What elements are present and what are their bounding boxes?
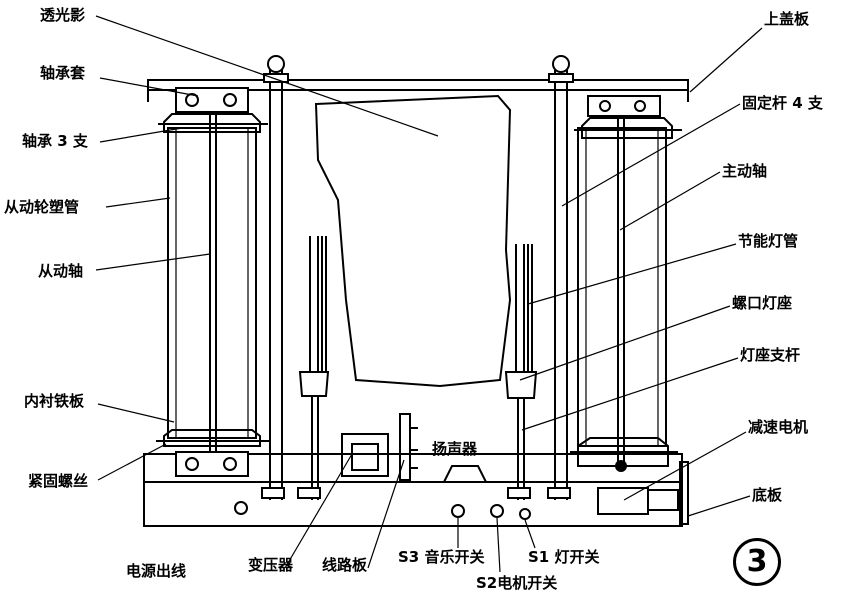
label-s3-music: S3 音乐开关 <box>398 548 485 566</box>
label-bearing-sleeve: 轴承套 <box>40 64 86 82</box>
label-gear-motor: 减速电机 <box>748 418 809 436</box>
speaker <box>442 465 488 483</box>
label-drive-shaft: 主动轴 <box>722 162 768 180</box>
label-driven-wheel-tube: 从动轮塑管 <box>4 198 80 216</box>
base-plate <box>143 453 683 527</box>
label-fastening-screw: 紧固螺丝 <box>28 472 89 490</box>
label-top-plate: 上盖板 <box>764 10 810 28</box>
label-fixed-rod: 固定杆 4 支 <box>742 94 823 112</box>
label-inner-iron-plate: 内衬铁板 <box>24 392 85 410</box>
driven-wheel-tube <box>167 96 257 470</box>
transformer <box>341 433 389 477</box>
label-s2-motor: S2电机开关 <box>476 574 558 592</box>
energy-lamp <box>504 244 538 500</box>
light-shadow-film <box>314 94 512 388</box>
label-circuit-board: 线路板 <box>322 556 368 574</box>
base-nuts <box>261 487 571 499</box>
fixed-rods <box>263 55 574 500</box>
leader-lines <box>95 15 763 573</box>
top-plate <box>147 79 689 91</box>
gear-motor-body <box>570 437 679 515</box>
label-power-cord: 电源出线 <box>126 562 187 580</box>
label-light-shadow: 透光影 <box>40 6 86 24</box>
label-bearing: 轴承 3 支 <box>22 132 88 150</box>
label-transformer: 变压器 <box>248 556 294 574</box>
label-energy-lamp: 节能灯管 <box>738 232 799 250</box>
left-lamp <box>298 236 330 500</box>
label-base-plate: 底板 <box>752 486 783 504</box>
circuit-board <box>399 413 418 481</box>
label-s1-light: S1 灯开关 <box>528 548 600 566</box>
panel-holes <box>234 501 531 520</box>
left-bearing-bottom <box>156 429 270 477</box>
label-socket-rod: 灯座支杆 <box>740 346 801 364</box>
base-plate-side <box>679 461 689 525</box>
label-driven-shaft: 从动轴 <box>38 262 84 280</box>
label-speaker: 扬声器 <box>432 440 478 458</box>
figure-number: 3 <box>733 538 781 586</box>
drive-tube <box>577 96 667 470</box>
label-screw-socket: 螺口灯座 <box>732 294 793 312</box>
top-plate-lips <box>147 90 689 102</box>
left-bearing-top <box>158 87 268 133</box>
right-bearing-top <box>574 95 682 139</box>
